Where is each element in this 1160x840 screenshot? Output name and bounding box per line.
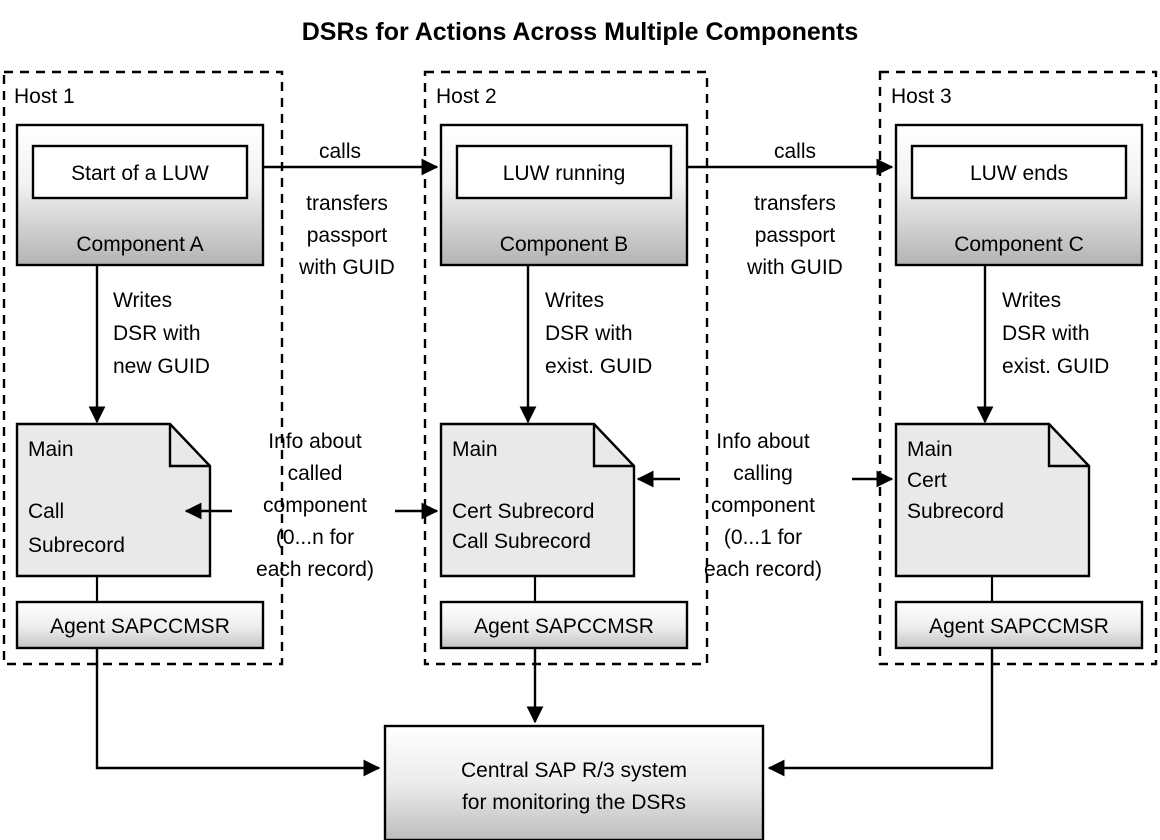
- writes-note-3-line2: DSR with: [1002, 322, 1090, 345]
- record-2-line3: Cert Subrecord: [452, 500, 594, 523]
- agent-3-to-central-arrow: [767, 648, 994, 777]
- writes-note-2-line1: Writes: [545, 289, 604, 312]
- record-shape-1[interactable]: [15, 422, 212, 578]
- host-frame-3: [878, 70, 1158, 666]
- writes-note-2-line3: exist. GUID: [545, 355, 652, 378]
- transfers-label-1-line1: transfers: [306, 192, 388, 215]
- record-fold-2-icon: [592, 424, 634, 468]
- diagram-title: DSRs for Actions Across Multiple Compone…: [302, 18, 859, 46]
- component-state-box-c: [910, 144, 1128, 200]
- component-state-box-b: [455, 144, 673, 200]
- writes-note-2-line2: DSR with: [545, 322, 633, 345]
- component-name-label-a: Component A: [76, 233, 203, 256]
- host-frame-2: [423, 70, 709, 666]
- component-state-box-a: [31, 144, 249, 200]
- calls-label-1: calls: [319, 140, 361, 163]
- record-3-line3: Subrecord: [907, 500, 1004, 523]
- agent-1-to-central-arrow: [95, 648, 381, 777]
- info-note-2-line5: each record): [704, 558, 822, 581]
- record-fold-3-icon: [1047, 424, 1089, 468]
- host-label-2: Host 2: [436, 85, 497, 108]
- info-note-1-line5: each record): [256, 558, 374, 581]
- transfers-label-1-line3: with GUID: [298, 256, 395, 279]
- agent-box-1[interactable]: [15, 600, 265, 650]
- record-3-line1: Main: [907, 438, 953, 461]
- record-1-line3: Call: [28, 500, 64, 523]
- central-system-line1: Central SAP R/3 system: [461, 759, 687, 782]
- agent-box-2[interactable]: [439, 600, 689, 650]
- record-fold-1-icon: [168, 424, 210, 468]
- agent-label-1: Agent SAPCCMSR: [50, 615, 230, 638]
- agent-label-2: Agent SAPCCMSR: [474, 615, 654, 638]
- component-state-label-b: LUW running: [503, 162, 626, 185]
- component-name-label-c: Component C: [954, 233, 1084, 256]
- info-note-1-line4: (0...n for: [276, 526, 354, 549]
- central-system-line2: for monitoring the DSRs: [462, 791, 686, 814]
- record-2-line4: Call Subrecord: [452, 530, 591, 553]
- host-label-3: Host 3: [891, 85, 952, 108]
- record-2-line1: Main: [452, 438, 498, 461]
- central-system-box[interactable]: [383, 724, 765, 840]
- writes-note-1-line1: Writes: [113, 289, 172, 312]
- transfers-label-1-line2: passport: [307, 224, 388, 247]
- record-shape-2[interactable]: [439, 422, 636, 578]
- writes-note-3-line1: Writes: [1002, 289, 1061, 312]
- agent-box-3[interactable]: [894, 600, 1144, 650]
- transfers-label-2-line1: transfers: [754, 192, 836, 215]
- component-state-label-a: Start of a LUW: [71, 162, 209, 185]
- writes-note-3-line3: exist. GUID: [1002, 355, 1109, 378]
- record-1-line1: Main: [28, 438, 74, 461]
- info-note-2-line4: (0...1 for: [724, 526, 802, 549]
- agent-label-3: Agent SAPCCMSR: [929, 615, 1109, 638]
- calls-label-2: calls: [774, 140, 816, 163]
- record-shape-3[interactable]: [894, 422, 1091, 578]
- record-1-line4: Subrecord: [28, 534, 125, 557]
- transfers-label-2-line2: passport: [755, 224, 836, 247]
- info-note-1-line1: Info about: [268, 430, 362, 453]
- transfers-label-2-line3: with GUID: [746, 256, 843, 279]
- writes-note-1-line3: new GUID: [113, 355, 210, 378]
- info-note-2-line2: calling: [733, 462, 793, 485]
- component-name-label-b: Component B: [500, 233, 628, 256]
- host-frame-1: [2, 70, 284, 666]
- record-3-line2: Cert: [907, 469, 947, 492]
- host-label-1: Host 1: [14, 85, 75, 108]
- info-note-2-line3: component: [711, 494, 815, 517]
- component-state-label-c: LUW ends: [970, 162, 1068, 185]
- info-note-2-line1: Info about: [716, 430, 810, 453]
- writes-note-1-line2: DSR with: [113, 322, 201, 345]
- info-note-1-line3: component: [263, 494, 367, 517]
- info-note-1-line2: called: [288, 462, 343, 485]
